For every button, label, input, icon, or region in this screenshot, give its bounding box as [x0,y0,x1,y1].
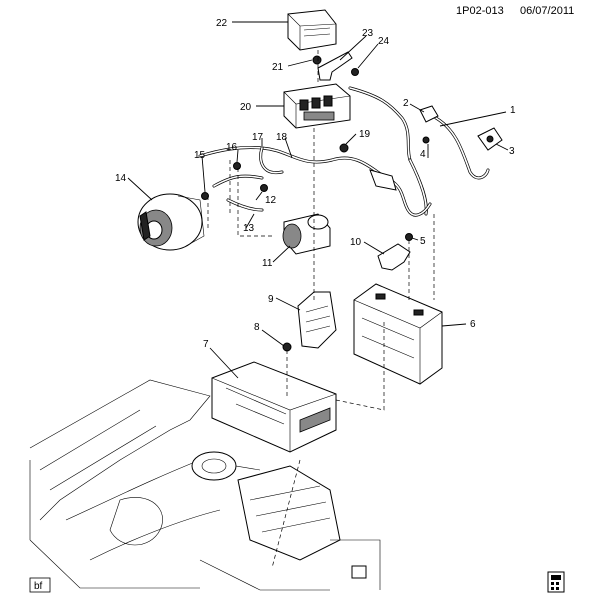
callout-12: 12 [265,195,277,206]
battery [353,283,443,385]
callout-14: 14 [115,173,127,184]
callout-21: 21 [272,62,284,73]
callout-20: 20 [240,102,252,113]
callout-24: 24 [378,36,390,47]
artist-initials-box: bf [29,577,51,593]
fuse-block-bolt [312,55,322,65]
callout-17: 17 [252,132,264,143]
cable-clip [419,105,439,123]
generator-nut [201,192,209,200]
battery-terminal [477,127,503,151]
callout-6: 6 [470,319,476,330]
starter-motor [282,213,331,255]
fuse-block-cover [287,9,337,51]
callout-3: 3 [509,146,515,157]
generator [137,193,205,251]
callout-13: 13 [243,223,255,234]
artist-initials: bf [34,581,43,592]
hold-down-bolt [405,233,413,241]
harness-bolt [339,143,349,153]
callout-15: 15 [194,150,206,161]
callout-8: 8 [254,322,260,333]
callout-numbers: 1 2 3 4 5 6 7 8 9 10 11 12 13 14 15 16 1… [115,18,516,350]
callout-1: 1 [510,105,516,116]
harness-fastener [422,136,430,144]
battery-insulator [297,291,337,349]
callout-4: 4 [420,149,426,160]
leader-lines [127,21,509,379]
battery-hold-down [377,243,411,271]
callout-22: 22 [216,18,228,29]
starter-cable [226,198,264,212]
callout-10: 10 [350,237,362,248]
callout-19: 19 [359,129,371,140]
installation-lines [207,50,435,569]
bracket-nut [351,68,359,76]
callout-9: 9 [268,294,274,305]
engine-harness [198,146,432,217]
callout-7: 7 [203,339,209,350]
tray-bolt [282,342,292,352]
callout-2: 2 [403,98,409,109]
calculator-icon [547,571,565,593]
callout-11: 11 [262,258,273,269]
fuse-block-bracket [317,51,353,81]
callout-16: 16 [226,142,238,153]
callout-18: 18 [276,132,288,143]
diagram-date: 06/07/2011 [520,5,574,17]
callout-23: 23 [362,28,374,39]
callout-5: 5 [420,236,426,247]
vehicle-body [29,379,381,591]
stud-nut [233,162,241,170]
positive-battery-cable [348,86,490,216]
diagram-code: 1P02-013 [456,5,504,17]
starter-bolt [260,184,268,192]
fuse-block [283,83,351,129]
battery-tray [211,361,337,453]
